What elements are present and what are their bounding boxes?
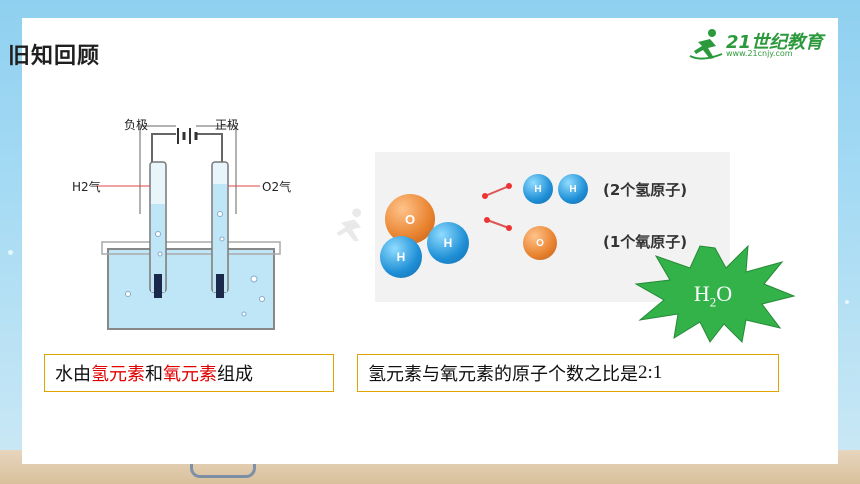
hydrogen-count-label: (2个氢原子)	[603, 181, 688, 199]
hydrogen-atom: H	[523, 174, 553, 204]
logo-url: www.21cnjy.com	[726, 49, 793, 58]
hydrogen-gas-label: H2气	[72, 180, 101, 194]
atom-ratio-value: 2:1	[638, 362, 663, 383]
oxygen-count-label: (1个氧原子)	[603, 233, 688, 251]
background-sparkle	[8, 250, 13, 255]
hydrogen-atom: H	[427, 222, 469, 264]
negative-electrode-label: 负极	[124, 118, 149, 132]
composition-statement: 水由氢元素和氧元素组成	[44, 354, 334, 392]
runner-watermark-icon	[336, 208, 362, 242]
hydrogen-atom: H	[558, 174, 588, 204]
oxygen-gas-label: O2气	[262, 180, 292, 194]
oxygen-atom: O	[385, 194, 435, 244]
hydrogen-atom: H	[380, 236, 422, 278]
starburst-badge	[634, 244, 796, 344]
oxygen-element-highlight: 氧元素	[163, 364, 217, 385]
oxygen-atom: O	[523, 226, 557, 260]
hydrogen-element-highlight: 氢元素	[91, 364, 145, 385]
electrolysis-apparatus: 负极 正极 H2气 O2气	[72, 114, 302, 336]
positive-electrode-label: 正极	[215, 118, 240, 132]
page-title: 旧知回顾	[8, 44, 101, 69]
split-arrows-icon	[482, 183, 512, 231]
water-molecule-panel: O H H H H O (2个氢原子) (1个氧原子)	[375, 152, 730, 302]
runner-icon	[689, 29, 723, 60]
brand-logo: 21世纪教育 www.21cnjy.com	[688, 24, 828, 64]
logo-text: 21世纪教育	[726, 32, 824, 53]
background-sparkle	[845, 300, 849, 304]
electrolysis-diagram	[96, 125, 281, 330]
h2o-formula: H2O	[693, 281, 733, 310]
